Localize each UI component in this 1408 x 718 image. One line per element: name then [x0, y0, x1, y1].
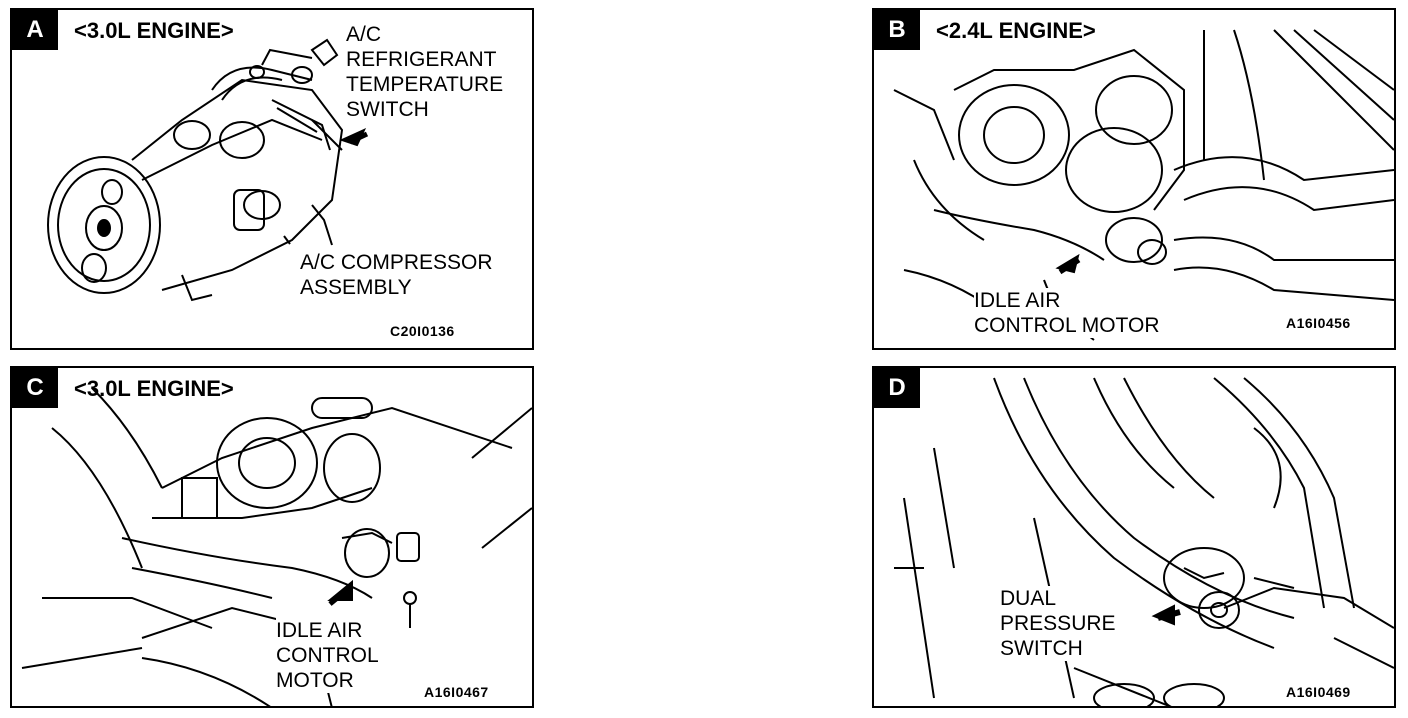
figure-code: A16I0467	[424, 684, 489, 700]
engine-c-illustration	[21, 387, 532, 706]
engine-label: <2.4L ENGINE>	[936, 18, 1096, 43]
panel-letter: D	[874, 368, 920, 408]
engine-label: <3.0L ENGINE>	[74, 18, 234, 43]
panel-letter: C	[12, 368, 58, 408]
figure-code: A16I0456	[1286, 315, 1351, 331]
idle-air-control-motor-label: IDLE AIR CONTROL MOTOR	[276, 618, 379, 693]
figure-code: A16I0469	[1286, 684, 1351, 700]
dual-pressure-switch-label: DUAL PRESSURE SWITCH	[1000, 586, 1116, 661]
panel-c: C <3.0L ENGINE> IDLE AIR CONTROL MOTOR A…	[10, 366, 534, 708]
panel-b: B <2.4L ENGINE> IDLE AIR CONTROL MOTOR A…	[872, 8, 1396, 350]
engine-d-illustration	[894, 377, 1394, 706]
engine-b-illustration	[893, 29, 1394, 341]
compressor-label: A/C COMPRESSOR ASSEMBLY	[300, 250, 493, 300]
idle-air-control-motor-label: IDLE AIR CONTROL MOTOR	[974, 288, 1160, 338]
panel-a: A <3.0L ENGINE> A/C REFRIGERANT TEMPERAT…	[10, 8, 534, 350]
engine-label: <3.0L ENGINE>	[74, 376, 234, 401]
figure-code: C20I0136	[390, 323, 455, 339]
panel-letter: A	[12, 10, 58, 50]
panel-letter: B	[874, 10, 920, 50]
panel-d: D DUAL PRESSURE SWITCH A16I0469	[872, 366, 1396, 708]
compressor-illustration	[47, 38, 369, 302]
refrigerant-switch-label: A/C REFRIGERANT TEMPERATURE SWITCH	[346, 22, 504, 122]
